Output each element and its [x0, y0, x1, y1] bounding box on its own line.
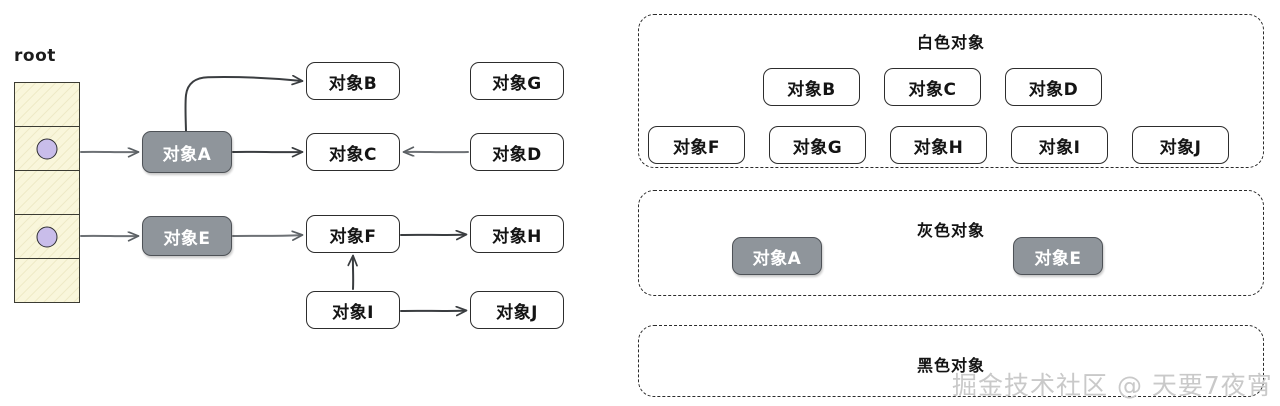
- edge-i-to-j: [400, 311, 466, 312]
- graph-node-h: 对象H: [470, 215, 564, 253]
- panel-white-row-2: 对象F 对象G 对象H 对象I 对象J: [639, 126, 1263, 164]
- root-slot-1: [15, 127, 79, 171]
- edge-e-to-f: [232, 235, 302, 236]
- chip-object-c: 对象C: [884, 68, 981, 106]
- panel-gray-objects: 灰色对象 对象A 对象E: [638, 190, 1264, 296]
- object-classification-panels: 白色对象 对象B 对象C 对象D 对象F 对象G 对象H 对象I 对象J 灰色对…: [630, 0, 1280, 406]
- pointer-dot-icon: [36, 138, 58, 159]
- root-slot-2: [15, 171, 79, 215]
- pointer-dot-icon: [36, 226, 58, 247]
- panel-gray-row-1: 对象A 对象E: [639, 237, 1263, 275]
- root-slot-3: [15, 215, 79, 259]
- root-stack: [14, 82, 80, 303]
- edge-f-to-h: [400, 235, 466, 236]
- chip-object-h: 对象H: [890, 126, 987, 164]
- chip-object-i: 对象I: [1011, 126, 1108, 164]
- graph-node-c: 对象C: [306, 133, 400, 171]
- panel-gray-title: 灰色对象: [916, 221, 985, 240]
- graph-node-d: 对象D: [470, 133, 564, 171]
- graph-node-j: 对象J: [470, 291, 564, 329]
- graph-node-a: 对象A: [142, 131, 232, 173]
- chip-object-b: 对象B: [763, 68, 860, 106]
- panel-white-row-1: 对象B 对象C 对象D: [639, 68, 1263, 106]
- graph-node-e: 对象E: [142, 216, 232, 256]
- root-slot-0: [15, 83, 79, 127]
- chip-object-f: 对象F: [648, 126, 745, 164]
- edge-a-to-b: [184, 77, 302, 132]
- panel-white-title: 白色对象: [916, 33, 985, 52]
- graph-node-g: 对象G: [470, 62, 564, 100]
- watermark-text: 掘金技术社区 @ 天要7夜宵: [952, 371, 1273, 400]
- graph-node-b: 对象B: [306, 62, 400, 100]
- graph-node-i: 对象I: [306, 291, 400, 329]
- chip-object-g: 对象G: [769, 126, 866, 164]
- chip-object-d: 对象D: [1005, 68, 1102, 106]
- chip-object-j: 对象J: [1132, 126, 1229, 164]
- chip-object-e: 对象E: [1013, 237, 1103, 275]
- root-slot-4: [15, 259, 79, 302]
- chip-object-a: 对象A: [732, 237, 822, 275]
- panel-black-objects: 黑色对象: [638, 325, 1264, 397]
- graph-node-f: 对象F: [306, 215, 400, 253]
- root-label: root: [14, 46, 56, 66]
- graph-edges: [80, 0, 469, 406]
- panel-white-objects: 白色对象 对象B 对象C 对象D 对象F 对象G 对象H 对象I 对象J: [638, 14, 1264, 168]
- panel-black-title: 黑色对象: [916, 356, 985, 375]
- object-reference-graph: root 对象A 对象B 对象C 对象D 对象G 对象E 对象F 对象H 对象I…: [0, 0, 620, 406]
